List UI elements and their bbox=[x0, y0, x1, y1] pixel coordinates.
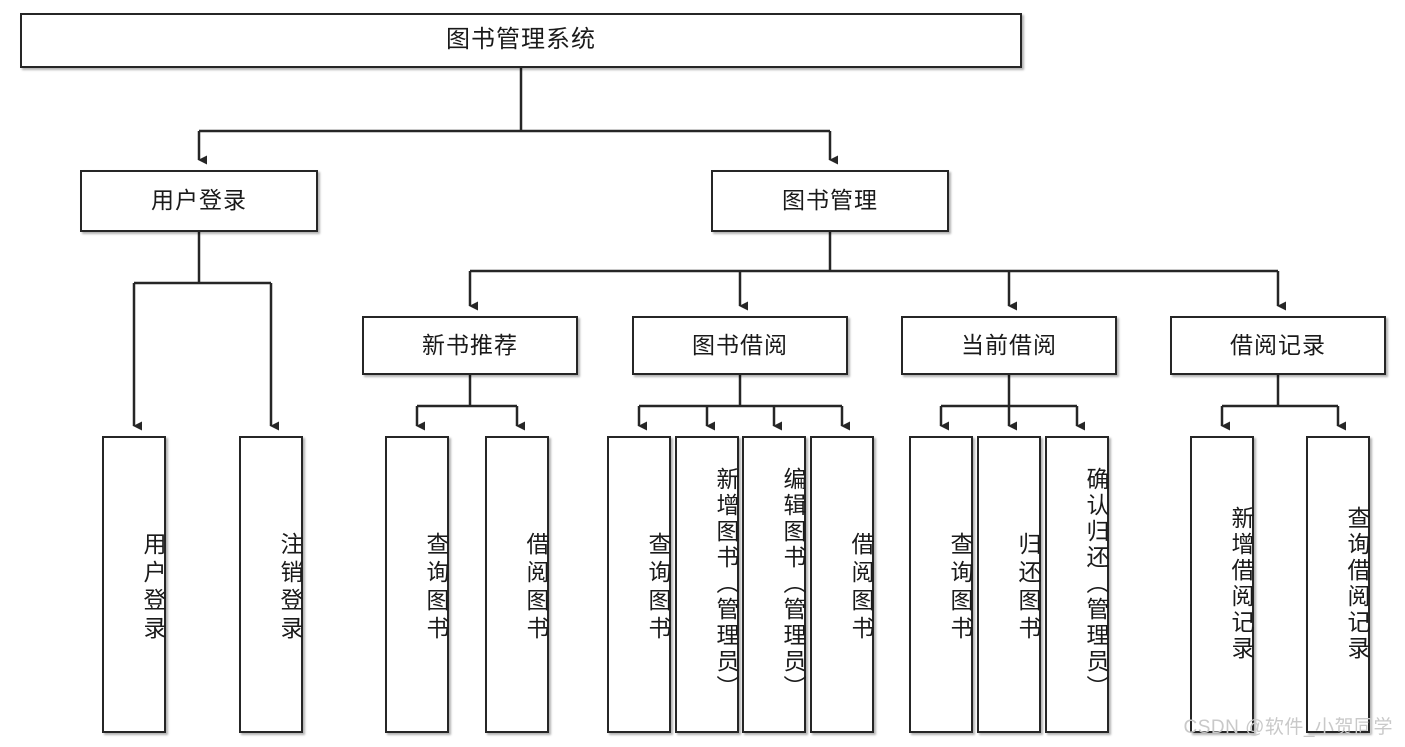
node-user-login[interactable]: 用户登录 bbox=[80, 170, 318, 232]
node-leaf-user-login[interactable]: 用户登录 bbox=[102, 436, 166, 733]
node-leaf-return-book[interactable]: 归还图书 bbox=[977, 436, 1041, 733]
node-current-borrow[interactable]: 当前借阅 bbox=[901, 316, 1117, 375]
node-leaf-query-book-3[interactable]: 查询图书 bbox=[909, 436, 973, 733]
node-leaf-confirm-return[interactable]: 确认归还（管理员） bbox=[1045, 436, 1109, 733]
node-leaf-edit-book[interactable]: 编辑图书（管理员） bbox=[742, 436, 806, 733]
csdn-watermark: CSDN @软件_小贺同学 bbox=[1183, 717, 1393, 738]
node-leaf-query-record[interactable]: 查询借阅记录 bbox=[1306, 436, 1370, 733]
node-leaf-add-record[interactable]: 新增借阅记录 bbox=[1190, 436, 1254, 733]
node-book-manage[interactable]: 图书管理 bbox=[711, 170, 949, 232]
node-new-book-rec[interactable]: 新书推荐 bbox=[362, 316, 578, 375]
node-leaf-borrow-book-2[interactable]: 借阅图书 bbox=[810, 436, 874, 733]
node-leaf-query-book-2[interactable]: 查询图书 bbox=[607, 436, 671, 733]
node-book-borrow[interactable]: 图书借阅 bbox=[632, 316, 848, 375]
node-leaf-borrow-book-1[interactable]: 借阅图书 bbox=[485, 436, 549, 733]
node-root[interactable]: 图书管理系统 bbox=[20, 13, 1022, 68]
node-leaf-add-book[interactable]: 新增图书（管理员） bbox=[675, 436, 739, 733]
node-borrow-record[interactable]: 借阅记录 bbox=[1170, 316, 1386, 375]
node-leaf-query-book-1[interactable]: 查询图书 bbox=[385, 436, 449, 733]
node-leaf-user-logout[interactable]: 注销登录 bbox=[239, 436, 303, 733]
